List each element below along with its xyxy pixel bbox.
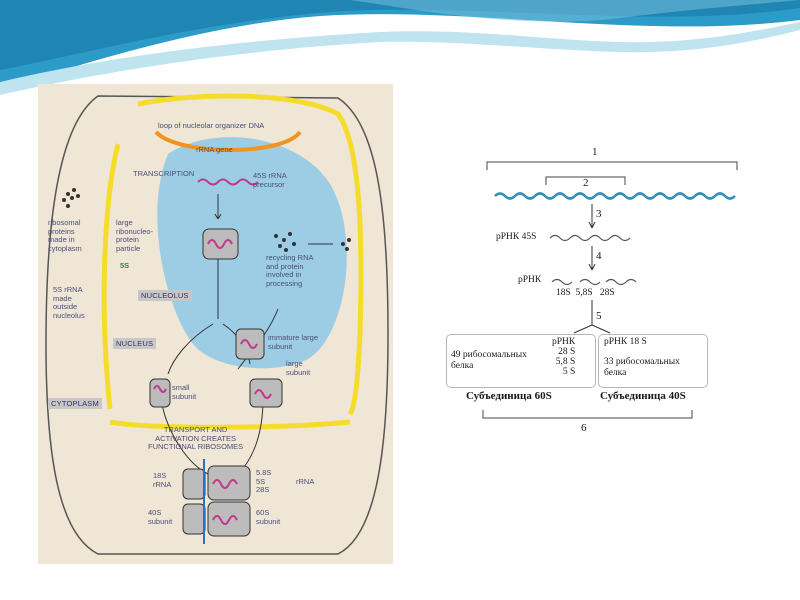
rrna-pieces [551, 278, 637, 286]
precursor-label: 45S rRNA precursor [253, 171, 287, 189]
nucleolus-caption: NUCLEOLUS [138, 290, 192, 301]
dna-loop-label: loop of nucleolar organizer DNA [158, 121, 265, 130]
large-rnp-label: large ribonucleo- protein particle [116, 218, 154, 253]
transcription-label: TRANSCRIPTION [133, 169, 195, 178]
five-s-mark: 5S [120, 261, 130, 270]
large-subunit-shape [249, 378, 283, 408]
transport-label: TRANSPORT AND ACTIVATION CREATES FUNCTIO… [148, 425, 244, 451]
nucleus-caption: NUCLEUS [113, 338, 157, 349]
label-5: 5 [596, 310, 602, 322]
arrow-5 [573, 300, 611, 334]
rrna-gene-label: rRNA gene [196, 145, 233, 154]
immature-large-subunit [235, 328, 265, 360]
ribosome-60s [207, 465, 251, 537]
rrna-18s-label: 18S rRNA [153, 471, 172, 489]
figure-drawing [45, 93, 389, 555]
rrna-45s-label: рРНК 45S [496, 232, 537, 242]
right-rrna-label: рРНК 18 S [604, 337, 647, 347]
rrna45-wave [549, 234, 631, 242]
label-1: 1 [592, 146, 598, 158]
ribosome-40s [182, 468, 206, 535]
subunit-60s-title: Субъединица 60S [466, 390, 552, 402]
rrna-right-label: 5.8S 5S 28S [256, 468, 272, 494]
label-3: 3 [596, 208, 602, 220]
recycling-label: recycling RNA and protein involved in pr… [266, 253, 314, 288]
small-subunit-shape [149, 378, 171, 408]
arrow-3 [588, 204, 596, 229]
right-subunit-box [598, 334, 708, 388]
protein-dots [62, 188, 351, 252]
small-subunit-label: small subunit [172, 383, 197, 401]
label-6: 6 [581, 422, 587, 434]
subunit-60s-label: 60S subunit [256, 508, 281, 526]
right-proteins-label: 33 рибосомальных белка [604, 357, 680, 378]
ribosomal-proteins-label: ribosomal proteins made in cytoplasm [48, 218, 82, 253]
arrow-4 [588, 246, 596, 271]
gene-wave [494, 192, 736, 200]
large-rnp-particle [202, 228, 239, 260]
left-rrna-label: рРНК 28 S 5,8 S 5 S [552, 337, 576, 377]
left-proteins-label: 49 рибосомальных белка [451, 350, 527, 371]
label-4: 4 [596, 250, 602, 262]
subunit-40s-label: 40S subunit [148, 508, 173, 526]
brace-1 [486, 161, 738, 170]
brace-6 [482, 410, 693, 419]
rrna-label: рРНК [518, 275, 542, 285]
precursor-wave [197, 178, 259, 186]
label-2: 2 [583, 177, 589, 189]
dna-loop [154, 130, 302, 152]
left-subunit-box [446, 334, 596, 388]
five-s-label: 5S rRNA made outside nucleolus [53, 285, 85, 320]
processing-scheme [482, 161, 738, 419]
subunit-40s-title: Субъединица 40S [600, 390, 686, 402]
cytoplasm-caption: CYTOPLASM [48, 398, 102, 409]
immature-large-label: immature large subunit [268, 333, 319, 351]
nuclear-membrane [101, 93, 364, 416]
brace-2 [545, 176, 626, 185]
cell-outline [45, 95, 389, 555]
ribosome-biogenesis-figure: loop of nucleolar organizer DNA rRNA gen… [38, 84, 393, 564]
large-subunit-label: large subunit [286, 359, 311, 377]
rrna-sizes-label: 18S 5,8S 28S [556, 288, 615, 298]
rrna-word-label: rRNA [296, 477, 315, 486]
slide-banner [0, 0, 800, 95]
nucleolus-area [157, 137, 347, 369]
